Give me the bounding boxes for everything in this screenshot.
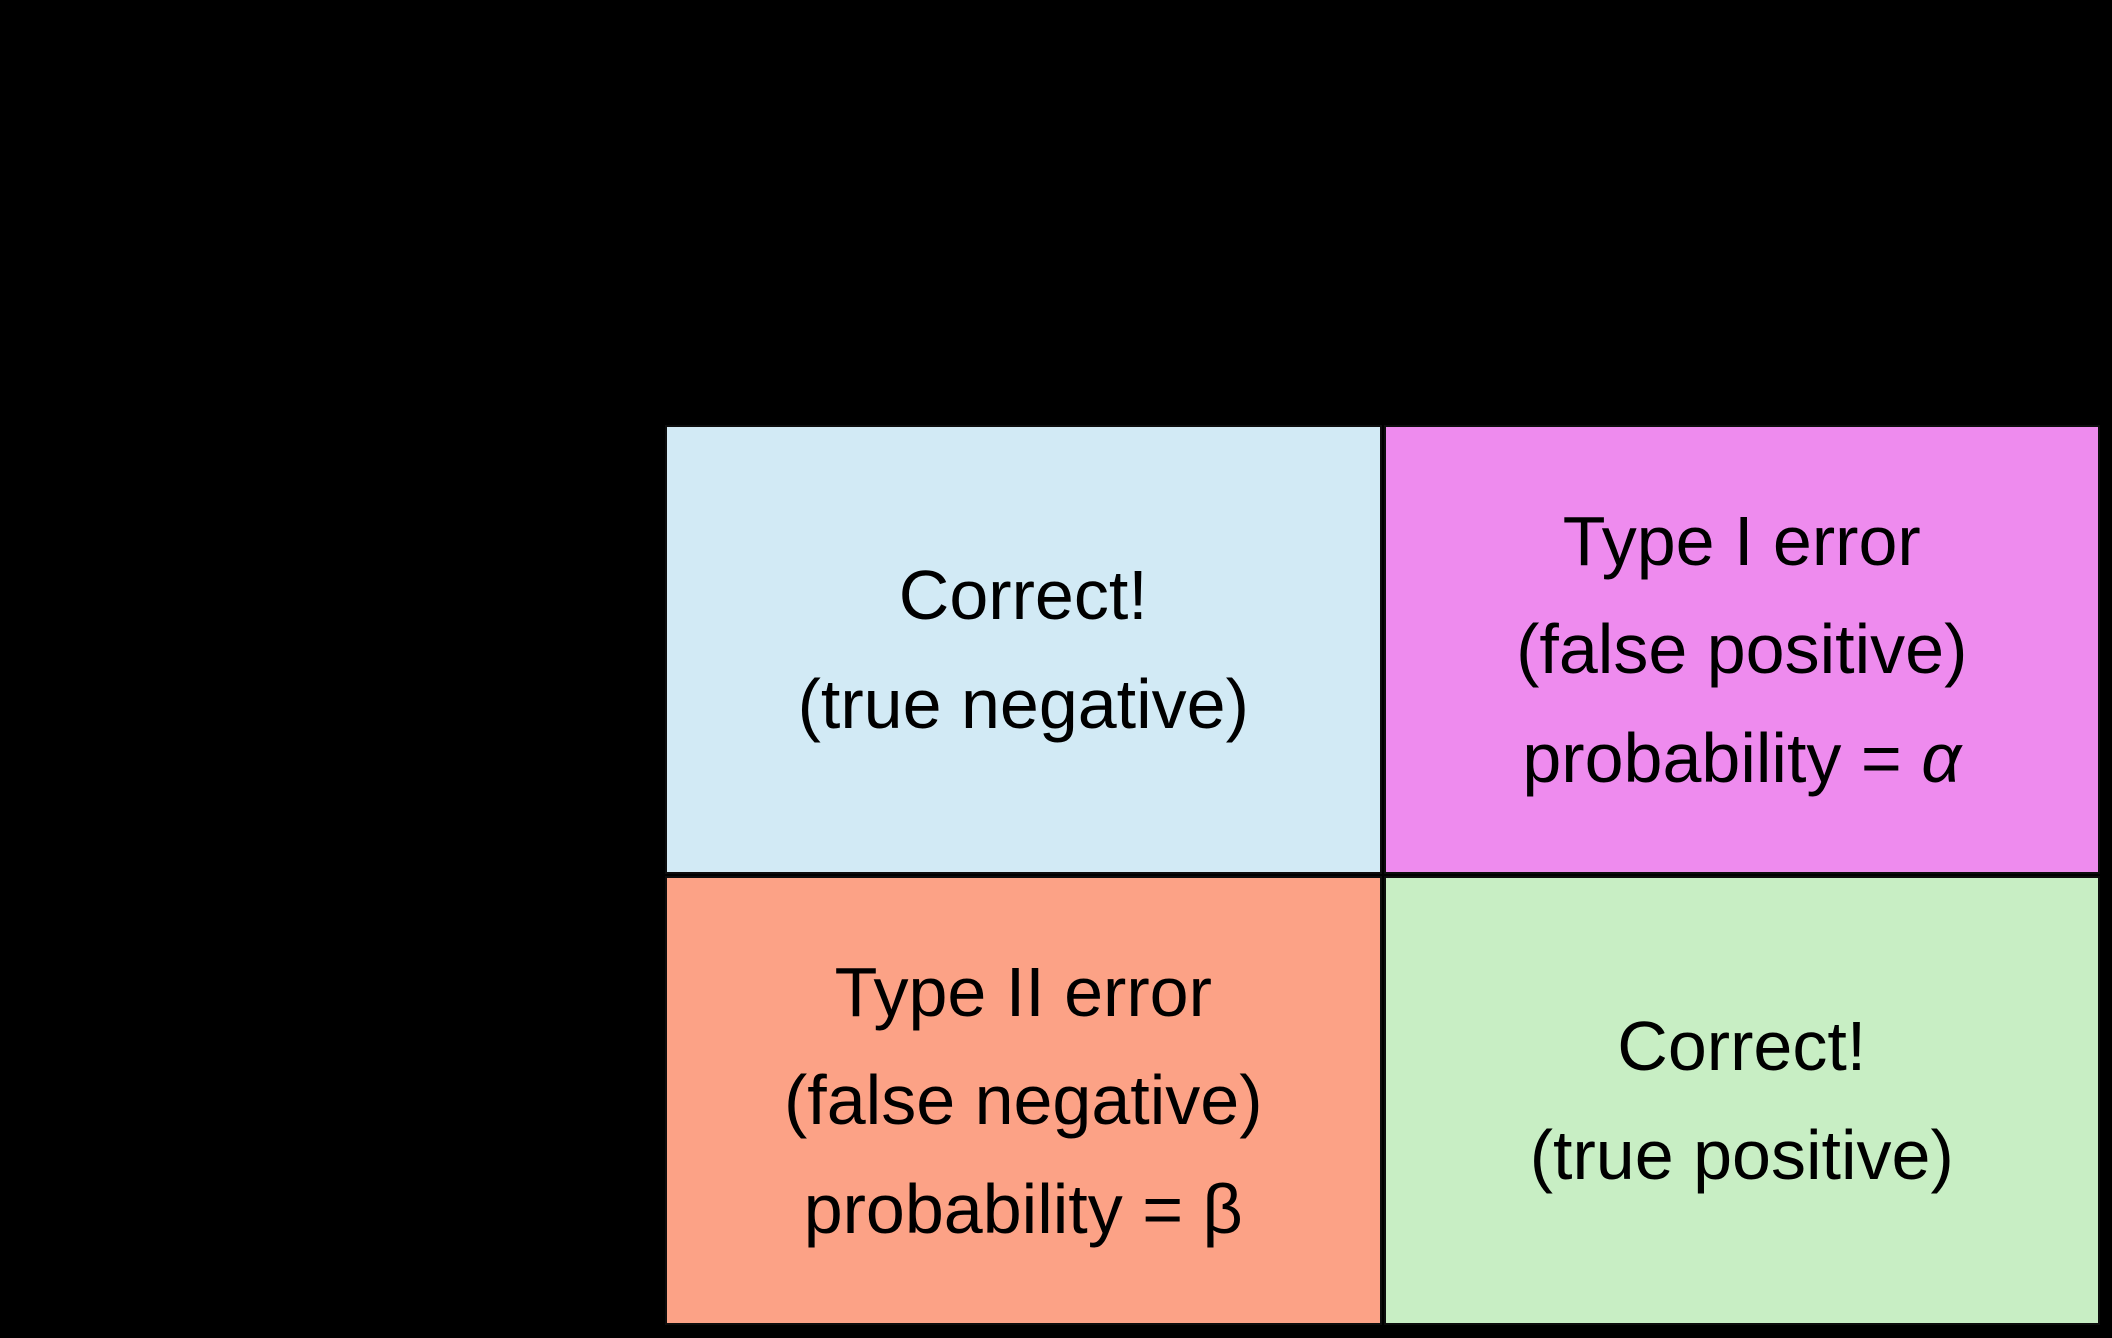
quadrant-type-2-error: Type II error (false negative) probabili…: [665, 876, 1382, 1325]
quadrant-label-line: (true negative): [797, 664, 1249, 743]
quadrant-label-line: Correct!: [1617, 1007, 1867, 1085]
alpha-symbol: α: [1921, 718, 1962, 797]
quadrant-label-line: Type I error: [1562, 501, 1921, 580]
quadrant-type-1-error: Type I error (false positive) probabilit…: [1383, 425, 2100, 874]
beta-symbol: β: [1202, 1169, 1243, 1248]
quadrant-formula-line: probability = β: [804, 1155, 1243, 1264]
quadrant-correct-true-negative: Correct! (true negative): [665, 425, 1382, 874]
quadrant-label-line: (false negative): [783, 1061, 1263, 1140]
quadrant-label-line: (false positive): [1516, 610, 1968, 689]
formula-prefix: probability =: [1522, 718, 1922, 797]
quadrant-label-line: (true positive): [1529, 1115, 1954, 1194]
quadrant-label-line: Type II error: [834, 952, 1212, 1031]
quadrant-label-line: Correct!: [898, 556, 1148, 634]
error-type-matrix: Correct! (true negative) Type I error (f…: [665, 425, 2100, 1325]
quadrant-correct-true-positive: Correct! (true positive): [1383, 876, 2100, 1325]
formula-prefix: probability =: [803, 1169, 1203, 1248]
quadrant-formula-line: probability = α: [1522, 704, 1961, 813]
